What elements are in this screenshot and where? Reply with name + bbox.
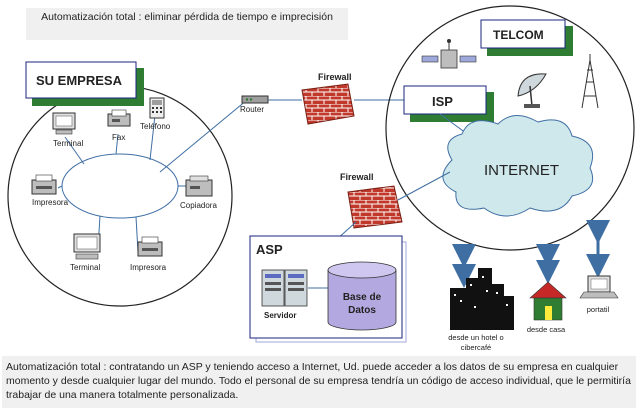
label-hotel-line1: desde un hotel o (448, 333, 503, 342)
internet-cloud (442, 115, 594, 217)
label-terminal-bottom: Terminal (70, 263, 100, 272)
label-router: Router (240, 105, 264, 114)
dish-icon (517, 73, 547, 108)
antenna-icon (581, 54, 599, 109)
remote-access-arrows (452, 220, 610, 288)
label-copiadora: Copiadora (180, 201, 217, 210)
firewall-icon (347, 185, 403, 229)
label-impresora-bottom: Impresora (130, 263, 167, 272)
label-db-line2: Datos (348, 305, 376, 316)
computer-icon (73, 233, 101, 260)
isp-label: ISP (432, 94, 453, 109)
label-telefono: Teléfono (140, 122, 171, 131)
telcom-title: TELCOM (493, 28, 544, 42)
empresa-box (25, 61, 137, 99)
label-terminal-top: Terminal (53, 139, 83, 148)
top-caption: Automatización total : eliminar pérdida … (26, 8, 348, 40)
firewall-internet-link (397, 171, 451, 201)
laptop-icon (579, 275, 619, 299)
isp-box (403, 85, 487, 115)
label-casa: desde casa (527, 325, 566, 334)
fax-icon (107, 109, 131, 127)
empresa-title: SU EMPRESA (36, 73, 123, 88)
lan-ring (61, 153, 179, 219)
telcom-circle (385, 5, 635, 251)
label-firewall-mid: Firewall (340, 172, 374, 182)
phone-icon (149, 97, 165, 119)
printer-icon (137, 236, 163, 257)
label-impresora-left: Impresora (32, 198, 69, 207)
copier-icon (185, 175, 213, 197)
router-icon (241, 95, 269, 104)
printer-icon (31, 174, 57, 195)
label-hotel-line2: cibercafé (461, 343, 491, 352)
computer-icon (52, 112, 76, 135)
internet-label: INTERNET (484, 162, 559, 179)
database-icon (327, 261, 397, 331)
firewall-icon (301, 83, 355, 125)
house-icon (529, 281, 567, 321)
label-servidor: Servidor (264, 311, 296, 320)
label-firewall-top: Firewall (318, 72, 352, 82)
bottom-caption: Automatización total : contratando un AS… (2, 356, 636, 408)
label-db-line1: Base de (343, 292, 382, 303)
label-fax: Fax (112, 133, 125, 142)
server-icon (261, 269, 308, 307)
telcom-box (480, 19, 566, 49)
skyline-icon (450, 268, 514, 330)
asp-title: ASP (256, 242, 283, 257)
label-portatil: portatil (587, 305, 610, 314)
satellite-icon (421, 39, 477, 69)
